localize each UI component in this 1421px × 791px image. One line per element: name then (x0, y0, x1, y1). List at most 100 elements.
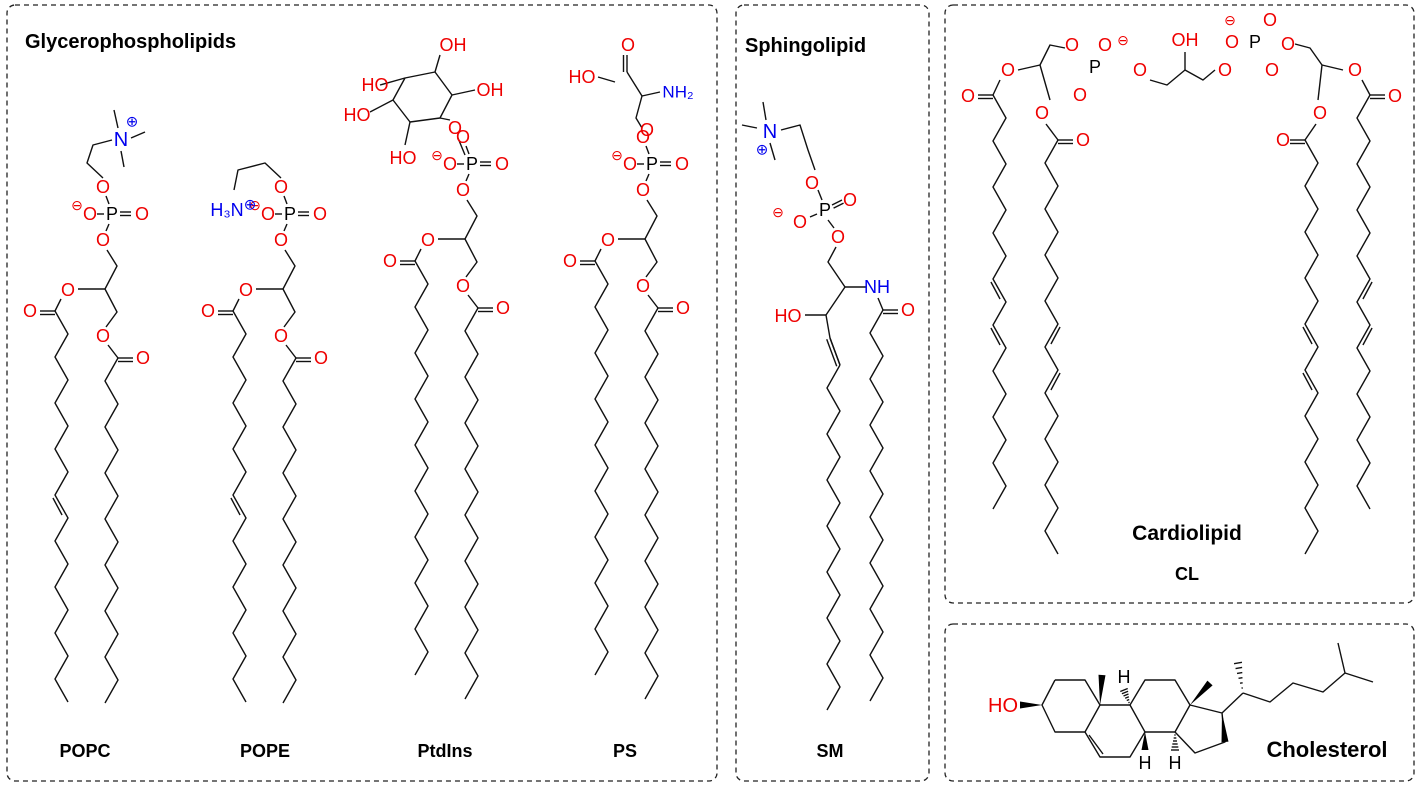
ester-oxygen: O (1035, 103, 1049, 123)
bond (1045, 123, 1059, 141)
ester-oxygen: O (456, 276, 470, 296)
glycerophospholipids-panel (6, 4, 718, 782)
acyl-chain (826, 364, 841, 711)
negative-charge: ⊖ (611, 147, 623, 163)
hydroxyl: HO (569, 67, 596, 87)
choline-linker (780, 124, 816, 171)
bond (1321, 64, 1344, 71)
acyl-chain (54, 310, 69, 703)
carbonyl-oxygen: O (1388, 86, 1402, 106)
hydroxyl: OH (440, 35, 467, 55)
nitrogen: N (114, 129, 128, 151)
glycerol-backbone (104, 249, 118, 328)
ester-oxygen: O (1001, 60, 1015, 80)
hydroxyl: OH (1172, 30, 1199, 50)
carbonyl-oxygen: O (136, 348, 150, 368)
h-hash-bond (1121, 690, 1129, 695)
phosphorus: P (1089, 57, 1101, 77)
cis-double-bond (1362, 327, 1373, 346)
bond (465, 173, 470, 182)
bond (414, 248, 422, 262)
bond (827, 219, 835, 229)
oxygen: O (96, 177, 110, 197)
oxygen: O (448, 118, 462, 138)
label-popc: POPC (59, 741, 110, 761)
phosphorus: P (284, 204, 296, 224)
bond (992, 79, 1001, 96)
nitrogen: N (763, 121, 777, 143)
carbonyl-oxygen: O (1076, 130, 1090, 150)
phosphorus: P (646, 154, 658, 174)
bond (465, 145, 470, 155)
glycerol-backbone (1039, 44, 1066, 101)
bond (467, 294, 479, 309)
oxygen: O (1098, 35, 1112, 55)
hydroxyl: HO (988, 695, 1018, 717)
bond (54, 298, 62, 312)
cis-double-bond (230, 497, 241, 516)
label-ptdins: PtdIns (417, 741, 472, 761)
hydrogen: H (1169, 753, 1182, 773)
carbonyl-oxygen: O (314, 348, 328, 368)
bond (120, 150, 125, 168)
ester-oxygen: O (61, 280, 75, 300)
acyl-chain (282, 357, 297, 704)
oxygen: O (636, 180, 650, 200)
acyl-chain (992, 94, 1007, 510)
oxygen: O (1265, 60, 1279, 80)
ester-oxygen: O (1313, 103, 1327, 123)
cis-double-bond (1362, 281, 1373, 300)
oxygen: O (313, 204, 327, 224)
cholesterol-panel (944, 623, 1415, 782)
bond (817, 189, 823, 201)
phosphorus: P (819, 200, 831, 220)
negative-charge: ⊖ (772, 204, 784, 220)
double-bond (833, 202, 844, 209)
ammonium-group: H₃N (210, 200, 243, 220)
glycerol-backbone (464, 199, 478, 278)
bond (645, 145, 650, 155)
bonds (40, 43, 1385, 758)
acyl-chain (869, 309, 884, 702)
side-chain (1344, 672, 1374, 683)
oxygen: O (1225, 32, 1239, 52)
methyl-hash-bond (1236, 671, 1243, 675)
bond (404, 121, 411, 146)
oxygen: O (1218, 60, 1232, 80)
bond (369, 99, 394, 113)
positive-charge: ⊕ (756, 142, 769, 159)
bond (107, 344, 119, 359)
negative-charge: ⊖ (1117, 32, 1129, 48)
oxygen: O (1065, 35, 1079, 55)
hydroxyl-wedge-bond (1020, 701, 1042, 709)
ester-oxygen: O (239, 280, 253, 300)
bond (594, 248, 602, 262)
carbonyl-oxygen: O (23, 301, 37, 321)
oxygen: O (1281, 34, 1295, 54)
oxygen: O (443, 154, 457, 174)
ethanolamine-linker (233, 162, 282, 191)
oxygen: O (274, 230, 288, 250)
ring-b (1084, 704, 1146, 758)
section-title-sphingolipid: Sphingolipid (745, 35, 866, 57)
bond (283, 223, 288, 232)
carbonyl-oxygen: O (1276, 130, 1290, 150)
ester-oxygen: O (274, 326, 288, 346)
acyl-chain (644, 307, 659, 700)
oxygen: O (96, 230, 110, 250)
section-title-glycerophospholipids: Glycerophospholipids (25, 31, 236, 53)
oxygen: O (274, 177, 288, 197)
bond (1221, 692, 1244, 714)
sphingolipid-panel (735, 4, 930, 782)
methyl-hash-bond (1233, 661, 1243, 665)
negative-charge: ⊖ (1224, 12, 1236, 28)
h-hash-bond (1123, 693, 1129, 697)
label-cl: CL (1175, 564, 1199, 584)
bond (105, 223, 110, 232)
bond (635, 95, 643, 129)
carbonyl-oxygen: O (201, 301, 215, 321)
bond (232, 298, 240, 312)
oxygen: O (495, 154, 509, 174)
label-ps: PS (613, 741, 637, 761)
